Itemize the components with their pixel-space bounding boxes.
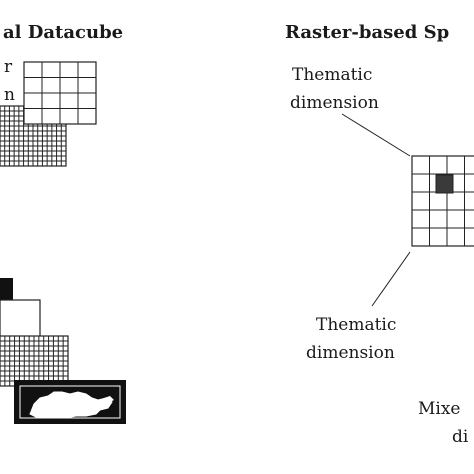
thematic-top-label-line1: Thematic xyxy=(292,65,372,85)
thematic-bottom-leader-line xyxy=(371,251,411,307)
thematic-top-label-line2: dimension xyxy=(290,93,379,113)
raster-grid xyxy=(411,155,474,247)
left-partial-label-line1: r xyxy=(4,57,13,77)
thematic-bottom-label-line2: dimension xyxy=(306,343,395,363)
thematic-bottom-label-line1: Thematic xyxy=(316,315,396,335)
left-bottom-white-layer xyxy=(0,299,41,341)
left-panel-title: al Datacube xyxy=(3,22,123,43)
mixed-dimension-label-line2: di xyxy=(452,427,469,447)
left-bottom-fine-grid xyxy=(0,335,69,387)
right-panel-title: Raster-based Sp xyxy=(285,22,449,43)
thematic-top-leader-line xyxy=(341,113,411,157)
mixed-dimension-label-line1: Mixe xyxy=(418,399,461,419)
highlighted-raster-cell xyxy=(435,174,454,194)
left-bottom-map-layer xyxy=(14,380,126,424)
left-partial-label-line2: n xyxy=(4,85,15,105)
left-coarse-grid xyxy=(23,61,97,125)
